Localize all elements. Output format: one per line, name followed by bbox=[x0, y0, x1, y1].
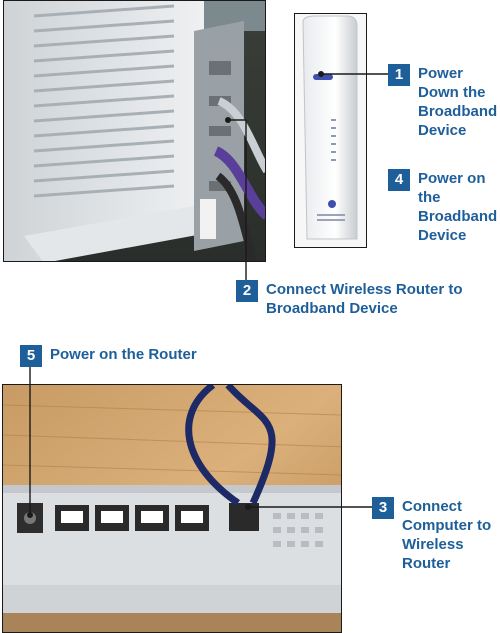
step-1-badge: 1 bbox=[388, 64, 410, 86]
step-5-label: Power on the Router bbox=[50, 346, 197, 363]
router-back-photo bbox=[2, 384, 342, 633]
step-2-label: Connect Wireless Router to Broadband Dev… bbox=[266, 281, 463, 317]
step-1-callout: 1 Power Down the Broadband Device bbox=[388, 64, 500, 140]
step-2-badge: 2 bbox=[236, 280, 258, 302]
step-1-label: Power Down the Broadband Device bbox=[418, 65, 498, 139]
step-2-callout: 2 Connect Wireless Router to Broadband D… bbox=[236, 280, 486, 318]
router-back-illustration bbox=[3, 385, 341, 632]
step-4-label: Power on the Broadband Device bbox=[418, 170, 498, 244]
step-4-callout: 4 Power on the Broadband Device bbox=[388, 169, 500, 245]
computer-back-photo bbox=[3, 0, 266, 262]
broadband-device-photo bbox=[294, 13, 367, 248]
broadband-device-illustration bbox=[295, 14, 366, 247]
step-3-label: Connect Computer to Wireless Router bbox=[402, 498, 492, 572]
step-3-badge: 3 bbox=[372, 497, 394, 519]
step-4-badge: 4 bbox=[388, 169, 410, 191]
step-3-callout: 3 Connect Computer to Wireless Router bbox=[372, 497, 500, 573]
step-5-callout: 5 Power on the Router bbox=[20, 345, 310, 367]
step-5-badge: 5 bbox=[20, 345, 42, 367]
computer-back-illustration bbox=[4, 1, 265, 261]
